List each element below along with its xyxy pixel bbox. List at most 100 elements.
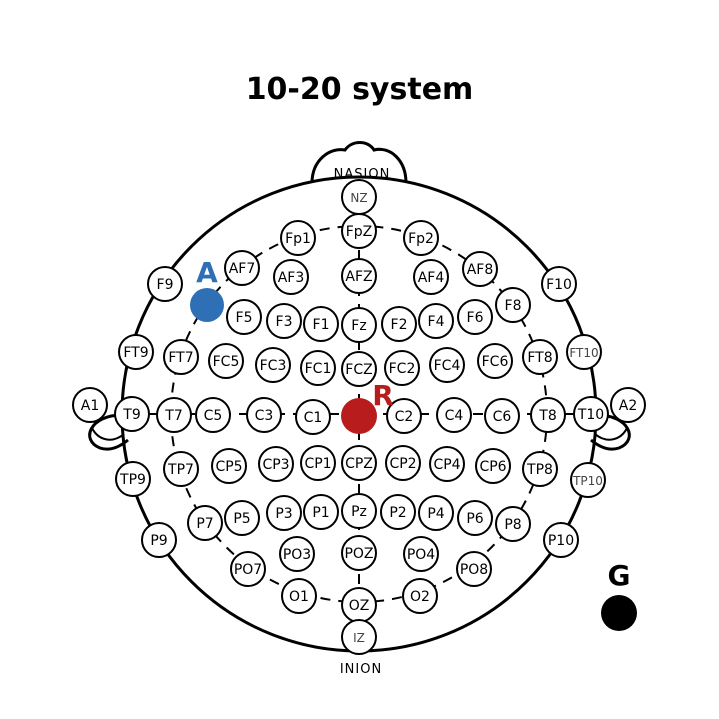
electrode-circle — [303, 306, 339, 342]
electrode-circle — [208, 343, 244, 379]
electrode-po7: PO7 — [230, 551, 266, 587]
electrode-label: C2 — [395, 409, 414, 425]
electrode-fc6: FC6 — [477, 343, 513, 379]
electrode-ft10: FT10 — [566, 334, 602, 370]
electrode-label: T7 — [164, 408, 182, 424]
electrode-circle — [187, 505, 223, 541]
electrode-afz: AFZ — [341, 258, 377, 294]
electrode-fz: Fz — [341, 307, 377, 343]
electrode-circle — [381, 306, 417, 342]
electrode-cp2: CP2 — [385, 445, 421, 481]
electrode-label: FC5 — [213, 354, 240, 370]
electrode-label: F9 — [157, 277, 174, 293]
electrode-circle — [341, 493, 377, 529]
electrode-ft7: FT7 — [163, 339, 199, 375]
ground-electrode-marker — [601, 595, 637, 631]
electrode-f1: F1 — [303, 306, 339, 342]
electrode-circle — [211, 448, 247, 484]
electrode-label: F4 — [428, 314, 445, 330]
electrode-fc1: FC1 — [300, 350, 336, 386]
electrode-circle — [384, 350, 420, 386]
electrode-label: F10 — [546, 277, 572, 293]
electrode-circle — [163, 451, 199, 487]
electrode-f8: F8 — [495, 287, 531, 323]
electrode-label: F6 — [467, 310, 484, 326]
electrode-circle — [341, 351, 377, 387]
inion-label: INION — [340, 662, 382, 677]
electrode-pz: Pz — [341, 493, 377, 529]
electrode-tp10: TP10 — [570, 462, 606, 498]
electrode-label: CPZ — [345, 456, 373, 472]
electrode-af7: AF7 — [224, 250, 260, 286]
electrode-circle — [402, 578, 438, 614]
electrode-circle — [141, 522, 177, 558]
electrode-circle — [541, 266, 577, 302]
electrode-circle — [429, 347, 465, 383]
electrode-label: P6 — [466, 511, 483, 527]
electrode-p1: P1 — [303, 494, 339, 530]
electrode-label: CP1 — [304, 456, 331, 472]
electrode-cp6: CP6 — [475, 448, 511, 484]
electrode-t8: T8 — [530, 397, 566, 433]
electrode-label: FC6 — [482, 354, 509, 370]
electrode-af4: AF4 — [413, 259, 449, 295]
electrode-cp4: CP4 — [429, 446, 465, 482]
electrode-circle — [279, 536, 315, 572]
reference-electrode-marker — [341, 398, 377, 434]
electrode-label: AF8 — [467, 262, 494, 278]
electrode-a1: A1 — [72, 387, 108, 423]
electrode-poz: POZ — [341, 535, 377, 571]
electrode-a2: A2 — [610, 387, 646, 423]
electrode-circle — [413, 259, 449, 295]
electrode-circle — [495, 287, 531, 323]
electrode-label: FC3 — [260, 358, 287, 374]
electrode-circle — [224, 250, 260, 286]
nose-outline — [310, 141, 408, 184]
electrode-ft8: FT8 — [522, 339, 558, 375]
electrode-circle — [385, 445, 421, 481]
electrode-label: FCZ — [345, 362, 372, 378]
electrode-label: OZ — [349, 598, 370, 614]
electrode-label: NZ — [350, 191, 367, 205]
electrode-f5: F5 — [226, 299, 262, 335]
electrode-circle — [341, 619, 377, 655]
electrode-label: PO7 — [234, 562, 262, 578]
electrode-t10: T10 — [573, 396, 609, 432]
electrode-label: CP4 — [433, 457, 460, 473]
electrode-circle — [610, 387, 646, 423]
electrode-circle — [281, 578, 317, 614]
diagram-title: 10-20 system — [245, 72, 474, 107]
electrode-circle — [386, 398, 422, 434]
electrode-label: F3 — [276, 314, 293, 330]
electrode-circle — [475, 448, 511, 484]
electrode-label: O1 — [289, 589, 309, 605]
active-marker-label: A — [196, 256, 218, 289]
electrode-fc5: FC5 — [208, 343, 244, 379]
electrode-circle — [266, 495, 302, 531]
electrode-af8: AF8 — [462, 251, 498, 287]
electrode-label: P5 — [233, 511, 250, 527]
electrode-circle — [462, 251, 498, 287]
electrode-label: FT10 — [569, 346, 598, 360]
electrode-nz: NZ — [341, 179, 377, 215]
electrode-circle — [522, 451, 558, 487]
electrode-circle — [156, 397, 192, 433]
active-electrode-marker — [190, 288, 224, 322]
electrode-cp5: CP5 — [211, 448, 247, 484]
electrode-circle — [280, 220, 316, 256]
electrode-label: T10 — [577, 407, 604, 423]
electrode-label: P7 — [196, 516, 213, 532]
electrode-circle — [484, 398, 520, 434]
electrode-label: AF4 — [418, 270, 445, 286]
electrode-label: TP10 — [572, 474, 603, 488]
ground-marker-label: G — [608, 559, 631, 592]
electrode-c3: C3 — [246, 397, 282, 433]
electrode-circle — [380, 494, 416, 530]
electrode-po3: PO3 — [279, 536, 315, 572]
electrode-circle — [495, 506, 531, 542]
electrode-cp3: CP3 — [258, 446, 294, 482]
electrode-circle — [195, 397, 231, 433]
reference-marker-label: R — [372, 379, 394, 412]
electrode-label: P2 — [389, 505, 406, 521]
